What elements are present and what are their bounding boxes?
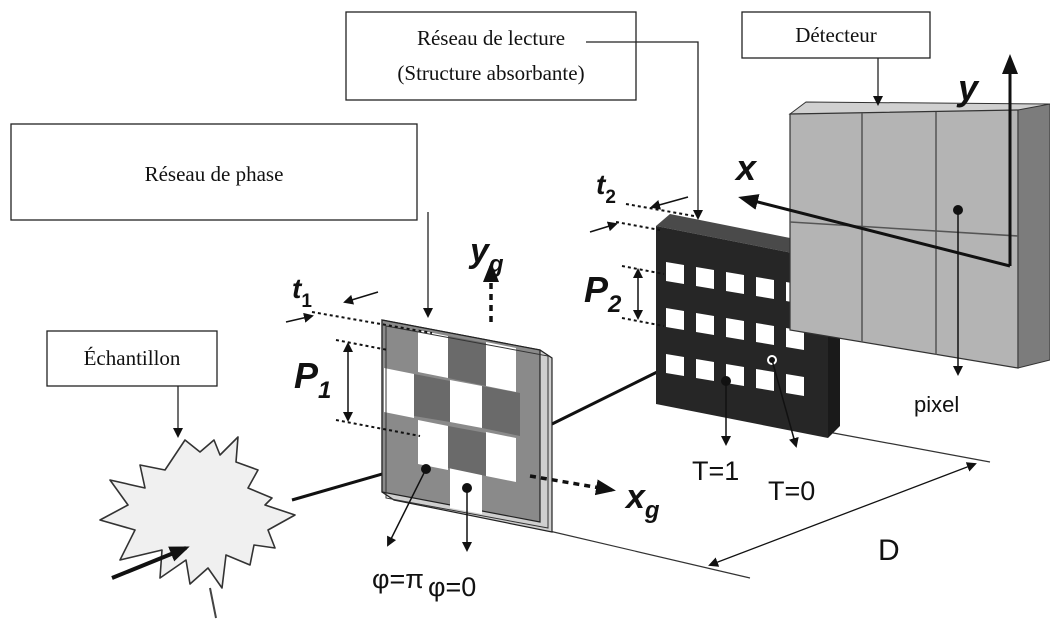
transmission-one-label: T=1 <box>692 456 739 486</box>
sample-label: Échantillon <box>84 346 181 370</box>
p2-base: P <box>584 269 609 310</box>
p2-sub: 2 <box>607 291 622 318</box>
transmission-zero-pointer <box>771 359 799 448</box>
phase-grating-label: Réseau de phase <box>145 162 284 186</box>
t1-dimension <box>285 291 433 334</box>
t2-label: t2 <box>596 169 616 208</box>
t1-base: t <box>292 273 303 304</box>
yg-sub: g <box>488 251 504 278</box>
p1-label: P1 <box>294 355 331 404</box>
analyzer-label-box: Réseau de lecture (Structure absorbante) <box>345 11 703 220</box>
xg-label: xg <box>624 478 660 524</box>
phase-pi-pointer <box>387 468 427 547</box>
p1-dimension <box>335 339 421 437</box>
t1-label: t1 <box>292 273 312 312</box>
yg-base: y <box>468 232 491 270</box>
x-axis-arrow <box>738 194 1011 268</box>
analyzer-grating <box>656 214 840 438</box>
t2-base: t <box>596 169 607 200</box>
t1-sub: 1 <box>301 291 312 312</box>
sample-label-box: Échantillon <box>46 330 218 438</box>
xg-axis-arrow <box>529 474 616 496</box>
yg-label: yg <box>468 232 504 278</box>
t2-dimension <box>589 196 695 233</box>
p2-dimension <box>621 265 665 327</box>
detector-label: Détecteur <box>795 23 877 47</box>
p2-label: P2 <box>584 269 622 318</box>
p1-sub: 1 <box>318 377 331 404</box>
pixel-label: pixel <box>914 392 959 417</box>
phase-grating <box>381 319 553 533</box>
t2-sub: 2 <box>605 187 616 208</box>
p1-base: P <box>294 355 319 396</box>
xg-base: x <box>624 478 647 516</box>
x-axis-label: x <box>734 147 758 188</box>
detector-label-box: Détecteur <box>741 11 931 106</box>
incident-beam-arrow <box>111 546 190 580</box>
analyzer-label-line2: (Structure absorbante) <box>397 61 584 85</box>
y-axis-label: y <box>956 67 980 108</box>
xg-sub: g <box>644 497 660 524</box>
sample-leaf <box>99 436 296 619</box>
floor-lines <box>544 431 991 579</box>
phase-zero-label: φ=0 <box>428 572 476 602</box>
analyzer-label-line1: Réseau de lecture <box>417 26 565 50</box>
phase-grating-label-box: Réseau de phase <box>10 123 433 318</box>
phase-pi-label: φ=π <box>372 564 424 594</box>
transmission-zero-label: T=0 <box>768 476 815 506</box>
distance-label: D <box>878 534 900 567</box>
